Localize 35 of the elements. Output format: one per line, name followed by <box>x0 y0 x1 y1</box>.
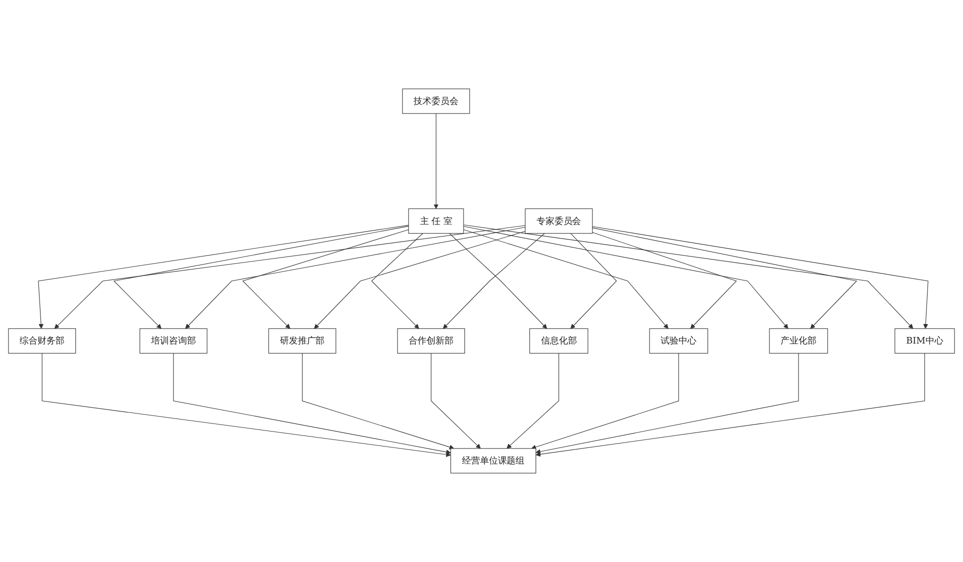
arrow <box>314 230 526 329</box>
node-box: 合作创新部 <box>397 328 466 354</box>
arrow <box>242 229 409 329</box>
arrow <box>113 226 409 329</box>
arrow <box>592 226 928 329</box>
arrow <box>185 226 526 329</box>
arrow <box>463 224 914 329</box>
node-box: BIM中心 <box>894 328 955 354</box>
node-box: 试验中心 <box>649 328 708 354</box>
arrow <box>506 352 560 449</box>
arrow <box>434 113 439 209</box>
arrow <box>536 352 925 457</box>
node-box: 经营单位课题组 <box>450 448 536 474</box>
node-box: 产业化部 <box>769 328 828 354</box>
arrow <box>592 228 858 329</box>
arrow <box>570 233 617 329</box>
node-box: 信息化部 <box>529 328 588 354</box>
arrow <box>173 352 451 454</box>
arrow <box>38 224 409 329</box>
arrow <box>536 352 799 454</box>
node-box: 主 任 室 <box>408 208 464 234</box>
arrow <box>371 233 424 329</box>
arrow <box>592 232 737 329</box>
node-box: 综合财务部 <box>8 328 76 354</box>
arrow <box>302 352 454 450</box>
arrow <box>42 352 451 457</box>
node-box: 研发推广部 <box>268 328 336 354</box>
node-box: 专家委员会 <box>524 208 593 234</box>
node-box: 技术委员会 <box>402 88 470 114</box>
arrow <box>430 352 481 449</box>
arrow <box>54 225 526 329</box>
arrow <box>463 229 668 329</box>
node-box: 培训咨询部 <box>140 328 208 354</box>
arrow <box>463 226 788 329</box>
arrow <box>531 352 679 450</box>
